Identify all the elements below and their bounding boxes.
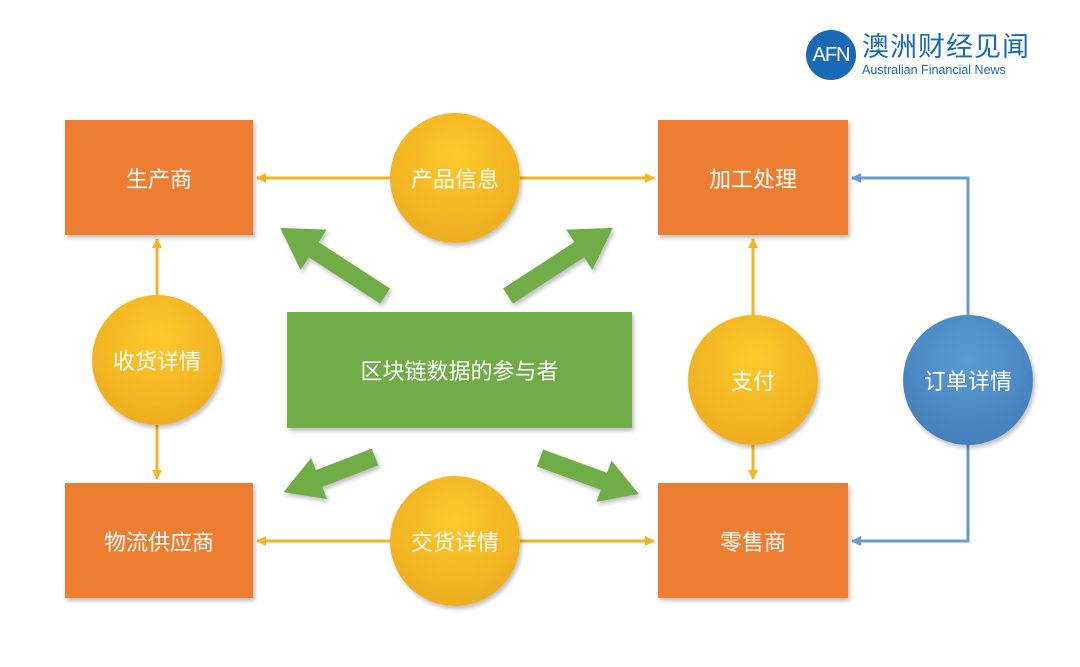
green-arrow-down-left	[283, 448, 379, 500]
node-processing: 加工处理	[658, 120, 848, 235]
arrow-order-to-processing	[851, 173, 970, 320]
node-center: 区块链数据的参与者	[287, 312, 632, 428]
afn-logo-mark: AFN	[806, 30, 856, 80]
green-arrow-down-right	[536, 449, 639, 502]
arrow-order-to-retailer	[851, 440, 970, 546]
flow-delivery-details: 交货详情	[390, 476, 520, 606]
green-arrow-up-left	[280, 227, 390, 304]
flow-order-details: 订单详情	[903, 315, 1033, 445]
logo-name-en: Australian Financial News	[862, 63, 1006, 77]
flow-payment: 支付	[688, 315, 818, 445]
flow-receipt-details: 收货详情	[92, 295, 222, 425]
node-retailer: 零售商	[658, 483, 848, 598]
green-arrow-up-right	[503, 227, 613, 304]
flow-product-info: 产品信息	[390, 113, 520, 243]
node-logistics: 物流供应商	[65, 483, 253, 598]
node-producer: 生产商	[65, 120, 253, 235]
logo-name-cn: 澳洲财经见闻	[862, 32, 1030, 63]
afn-logo: AFN 澳洲财经见闻 Australian Financial News	[806, 30, 1030, 80]
